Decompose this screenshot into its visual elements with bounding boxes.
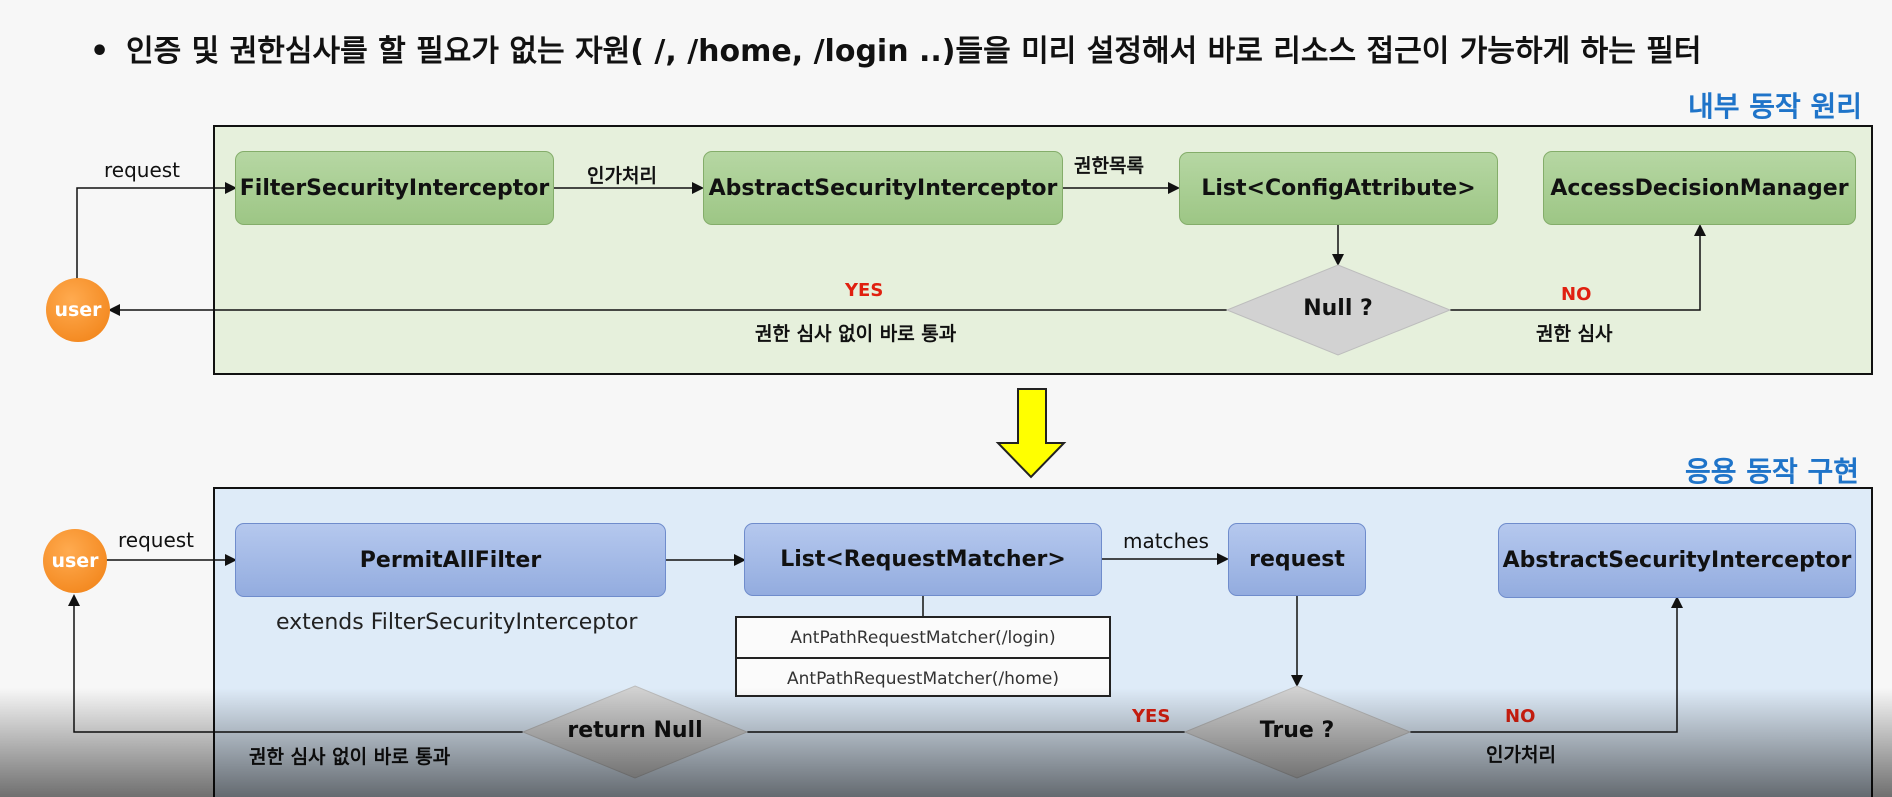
matcher-row-login: AntPathRequestMatcher(/login) [790,627,1056,648]
user-avatar-bottom: user [43,529,107,593]
no-label-bottom: NO [1505,706,1536,727]
null-decision-label: Null ? [1303,296,1373,321]
page-title: • 인증 및 권한심사를 할 필요가 없는 자원( /, /home, /logi… [90,26,1701,70]
yes-label-bottom: YES [1132,706,1171,727]
abstract-security-interceptor-box: AbstractSecurityInterceptor [703,151,1063,225]
permit-all-filter-box: PermitAllFilter [235,523,666,597]
pass-through-label-top: 권한 심사 없이 바로 통과 [755,323,957,345]
null-decision-diamond [1225,264,1452,356]
review-label: 권한 심사 [1536,323,1613,345]
no-label-top: NO [1561,284,1592,305]
request-box: request [1228,523,1366,596]
authorize-label-top: 인가처리 [587,165,657,187]
section-title-internal: 내부 동작 원리 [1688,90,1863,123]
access-decision-manager-box: AccessDecisionManager [1543,151,1856,225]
authorize-label-bottom: 인가처리 [1486,744,1556,766]
yes-label-top: YES [845,280,884,301]
header-text: 인증 및 권한심사를 할 필요가 없는 자원( /, /home, /login… [126,34,1702,69]
no-arrow-bottom [1410,596,1683,733]
config-attribute-list-box: List<ConfigAttribute> [1179,152,1498,225]
matches-label: matches [1123,529,1209,553]
abstract-security-interceptor-box-bottom: AbstractSecurityInterceptor [1498,523,1856,598]
extends-text: extends FilterSecurityInterceptor [276,610,638,635]
no-arrow [1450,224,1706,311]
authority-list-label: 권한목록 [1074,155,1144,177]
request-label-top: request [104,158,181,182]
request-matcher-list-box: List<RequestMatcher> [744,523,1102,596]
true-decision-label: True ? [1259,718,1335,743]
filter-security-interceptor-box: FilterSecurityInterceptor [235,151,554,225]
pass-through-label-bottom: 권한 심사 없이 바로 통과 [249,746,451,768]
request-label-bottom: request [118,528,195,552]
matcher-row-home: AntPathRequestMatcher(/home) [737,657,1109,698]
bullet: • [90,34,110,69]
return-null-label: return Null [567,718,703,743]
section-title-applied: 응용 동작 구현 [1685,455,1860,488]
request-arrow [76,182,237,280]
transition-arrow-icon [995,388,1067,479]
user-avatar-top: user [46,278,110,342]
matcher-table: AntPathRequestMatcher(/login) AntPathReq… [735,616,1111,697]
